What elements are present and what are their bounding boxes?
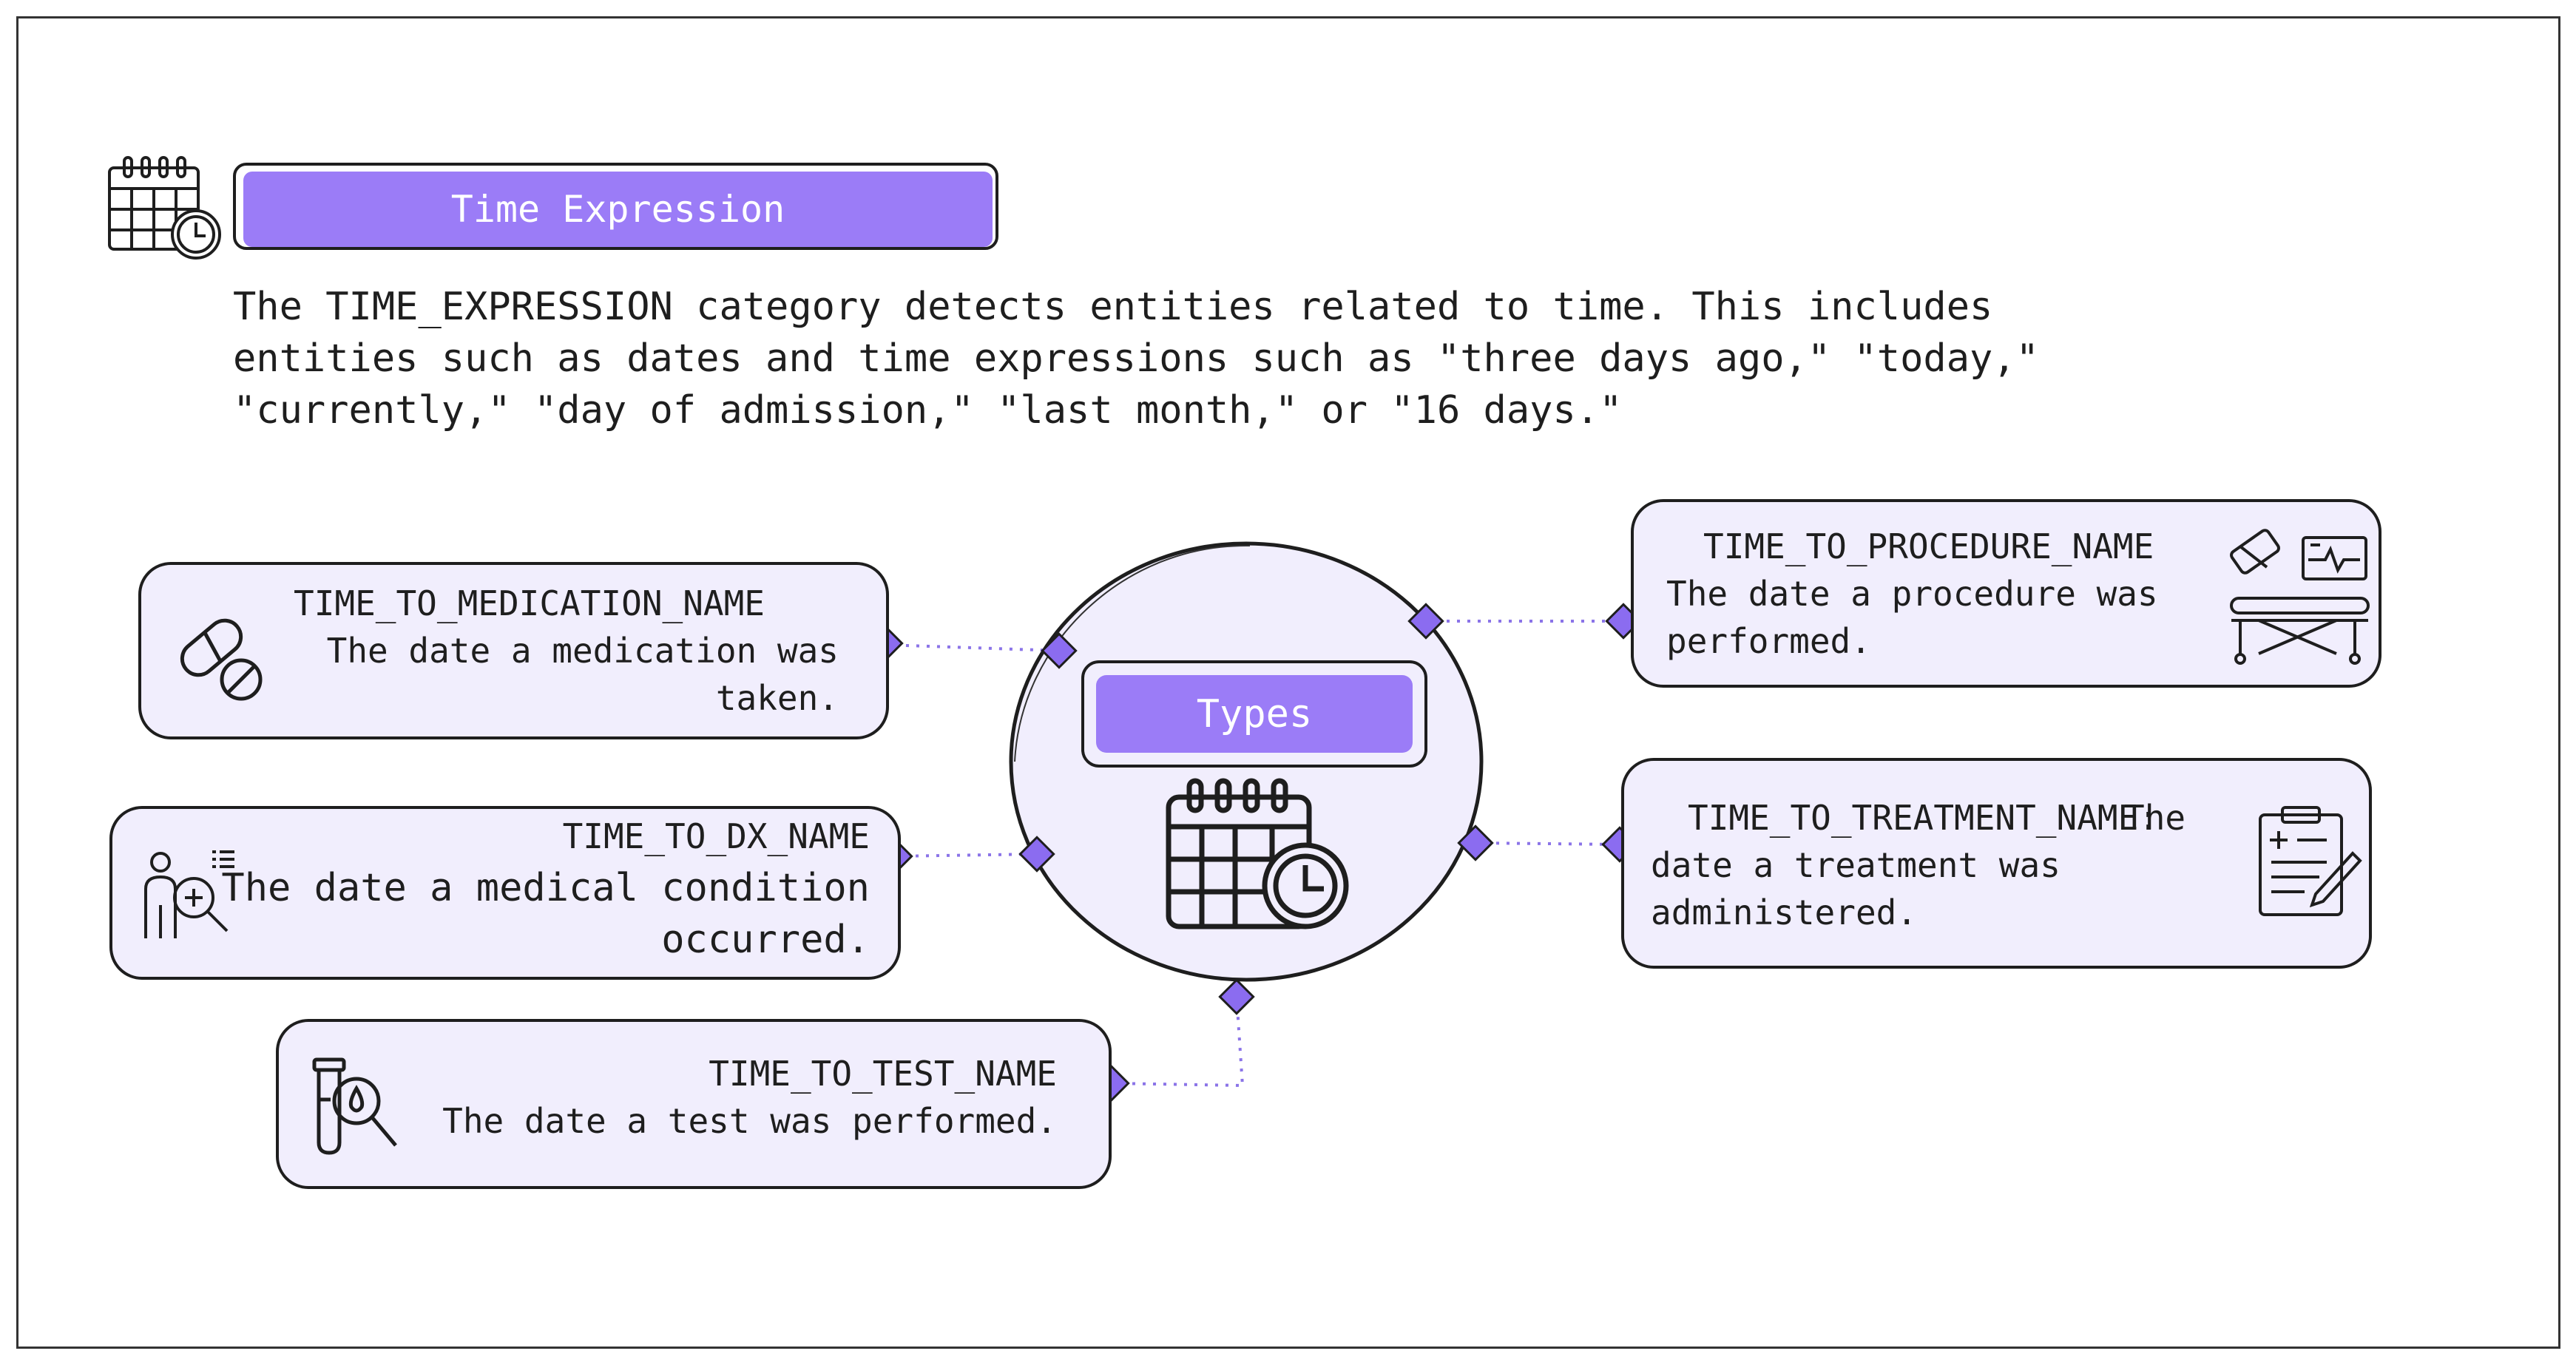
type-name: TIME_TO_PROCEDURE_NAME (1703, 526, 2154, 566)
type-card-medication: TIME_TO_MEDICATION_NAME The date a medic… (138, 562, 889, 739)
connector-lines (885, 620, 1623, 1088)
type-name: TIME_TO_MEDICATION_NAME (294, 583, 765, 623)
node-test-circle (1218, 978, 1255, 1015)
node-medication-circle (1041, 632, 1078, 669)
node-procedure-circle (1407, 603, 1444, 640)
types-pill: Types (1081, 660, 1427, 768)
types-label: Types (1096, 675, 1413, 753)
calendar-clock-icon (108, 156, 221, 260)
connector-dx (894, 853, 1038, 858)
type-card-treatment: TIME_TO_TREATMENT_NAME: The date a treat… (1621, 758, 2372, 969)
type-description: The date a medical condition occurred. (221, 866, 870, 962)
connector-test (1111, 996, 1245, 1088)
type-name: TIME_TO_DX_NAME (562, 816, 870, 856)
connector-treatment (1475, 841, 1620, 846)
title-pill: Time Expression (233, 163, 998, 250)
circle-sketch-stroke (1014, 544, 1251, 762)
type-description: The date a procedure was performed. (1666, 574, 2158, 661)
clipboard-icon (2259, 806, 2362, 916)
procedure-icon (2230, 529, 2370, 665)
type-name: TIME_TO_TREATMENT_NAME: (1688, 798, 2159, 838)
page-title: Time Expression (243, 172, 993, 247)
node-treatment-circle (1457, 824, 1494, 861)
pills-icon (180, 618, 263, 701)
type-description: The date a test was performed. (442, 1101, 1057, 1141)
category-description: The TIME_EXPRESSION category detects ent… (233, 285, 2039, 433)
diagnosis-icon (144, 850, 234, 938)
connector-medication (885, 643, 1060, 652)
calendar-clock-icon (1166, 778, 1349, 929)
type-card-dx: TIME_TO_DX_NAME The date a medical condi… (109, 806, 901, 980)
node-dx-circle (1018, 836, 1055, 873)
type-name: TIME_TO_TEST_NAME (709, 1054, 1057, 1094)
test-tube-icon (312, 1057, 397, 1155)
type-card-procedure: TIME_TO_PROCEDURE_NAME The date a proced… (1631, 499, 2381, 688)
type-description: The date a medication was taken. (326, 631, 839, 718)
diagram-frame (16, 16, 2560, 1349)
type-card-test: TIME_TO_TEST_NAME The date a test was pe… (276, 1019, 1112, 1189)
type-description: The date a treatment was administered. (1651, 798, 2186, 932)
